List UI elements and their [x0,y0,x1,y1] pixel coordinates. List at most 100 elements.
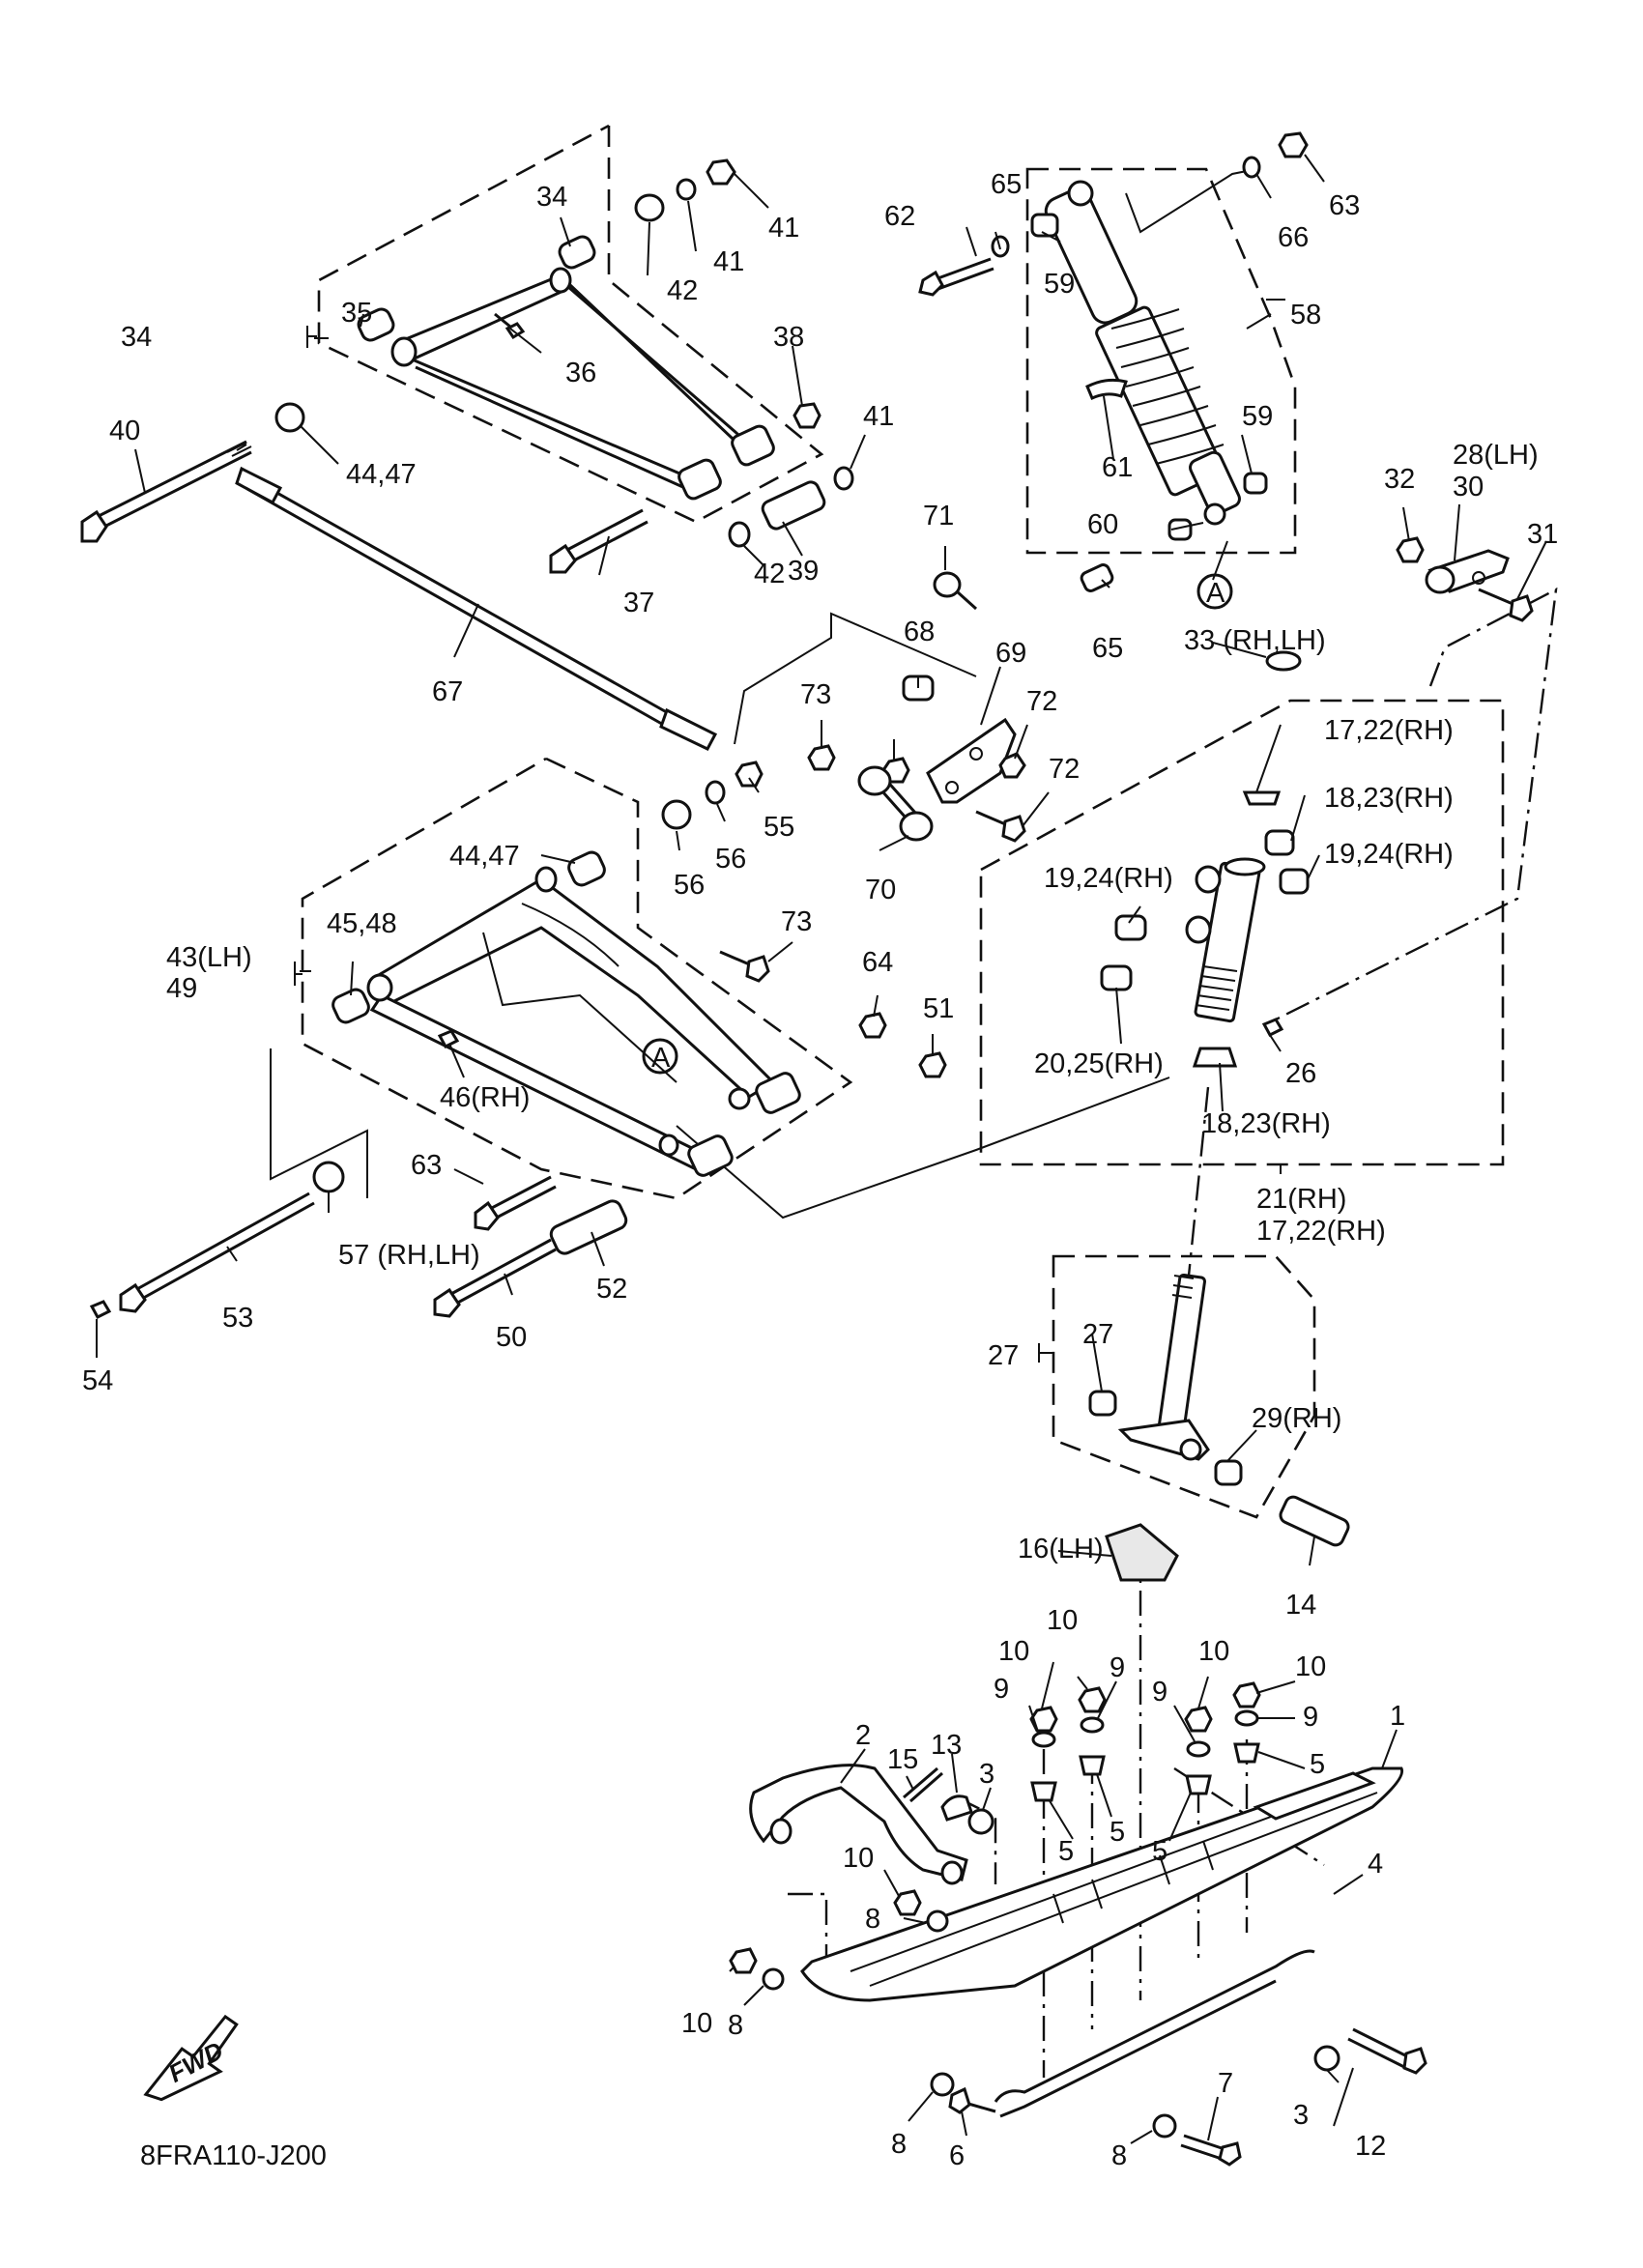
callout-27-left: 27 [1082,1319,1113,1350]
callout-13: 14 [1285,1590,1316,1621]
bolt-49 [433,1238,557,1318]
tie-rod-66 [235,466,718,751]
bushing-5-a [1030,1781,1057,1802]
callout-5-b: 5 [1110,1817,1125,1848]
callout-15: 16(LH) [1018,1534,1104,1565]
group-bracket-33 [306,326,317,348]
nut-31 [1396,536,1425,563]
callout-39: 40 [109,416,140,446]
washer-42-left [274,402,305,433]
callout-17-top: 17,22(RH) [1324,715,1454,746]
callout-71: 72 [1026,686,1057,717]
callout-8-c: 8 [891,2129,907,2160]
callout-9-b: 9 [1110,1652,1125,1683]
ski-handle-2 [749,1764,968,1885]
callout-8-b: 8 [865,1904,880,1935]
callout-63-lower: 64 [862,947,893,978]
collar-38 [761,480,826,531]
callout-38: 39 [788,556,819,587]
callout-9-c: 9 [1152,1677,1167,1708]
callout-31: 32 [1384,464,1415,495]
callout-36: 37 [623,588,654,618]
callout-64: 65 [1092,633,1123,664]
collar-13 [1279,1495,1350,1547]
callout-19-left: 20,25(RH) [1034,1048,1164,1079]
cotter-pin-14 [903,1766,943,1803]
washer-56-top [661,799,692,830]
nut-40 [706,158,736,186]
bushing-5-d [1233,1742,1260,1764]
washer-8-b [926,1909,949,1933]
bushing-3-bottom [1313,2045,1340,2072]
callout-62: 63 [411,1150,442,1181]
washer-8-a [762,1967,785,1991]
spindle-housing [1185,857,1266,1023]
bellcrank-68 [926,717,1017,804]
callout-56-top: 56 [674,870,705,901]
callout-6: 6 [949,2140,965,2171]
callout-labels: 1 2 3 3 4 5 5 5 5 6 7 8 8 8 8 9 9 9 9 10… [82,169,1558,2171]
washer-56-lower [312,1161,345,1193]
callout-57: 58 [1290,300,1321,330]
wear-bar-4 [994,1949,1315,2118]
callout-18-right: 18,23(RH) [1324,783,1454,814]
washer-8-c [930,2072,955,2097]
callout-14: 15 [887,1744,918,1775]
callout-9-d: 9 [1303,1702,1318,1733]
nut-37 [793,402,822,429]
callout-33: 34 [121,322,152,353]
callout-45: 46(RH) [440,1082,530,1113]
callout-50: 51 [923,993,954,1024]
callout-59-left: 60 [1087,509,1118,540]
align-line-lower-arm [676,1077,1170,1220]
callout-51: 52 [596,1274,627,1305]
callout-43: 49 [166,973,197,1004]
callout-49: 50 [496,1322,527,1353]
grease-fitting-53 [89,1300,112,1319]
callout-11: 12 [1355,2131,1386,2162]
bushing-12 [940,1794,973,1822]
ski-1 [800,1766,1404,2002]
callout-19-right: 19,24(RH) [1324,839,1454,870]
bushing-17-top [1242,790,1282,806]
callout-5-a: 5 [1058,1836,1074,1867]
washer-41-lower [728,521,751,548]
callout-7: 7 [1218,2068,1233,2099]
bolt-70 [933,571,978,611]
washer-65-top [1242,156,1261,179]
group-bracket-46 [294,962,303,986]
callout-8-d: 8 [1111,2140,1127,2171]
callout-10-f: 10 [1295,1651,1326,1682]
group-outline-16 [979,699,1505,1166]
bushing-44-top [567,850,606,887]
callout-9-a: 9 [994,1674,1009,1705]
callout-66: 67 [432,676,463,707]
callout-12: 13 [931,1730,962,1761]
bushing-27-right [1214,1459,1243,1486]
nut-63-top [1278,131,1309,158]
align-line-66 [734,612,977,745]
callout-68: 69 [995,638,1026,669]
callout-3-top: 3 [979,1759,994,1790]
callout-4: 4 [1368,1849,1383,1880]
bushing-18-left [1114,914,1147,941]
shock-absorber-57 [1044,180,1241,526]
callout-56-lower: 57 (RH,LH) [338,1240,480,1271]
washer-41-top [676,178,697,201]
align-line-spindle [1187,1086,1210,1277]
washer-9-a [1031,1731,1056,1748]
align-line-49 [270,1048,368,1198]
bushing-5-b [1079,1755,1106,1776]
bushing-17-bottom [1192,1047,1238,1068]
nut-10-b [893,1889,922,1916]
callout-41-right: 41 [863,401,894,432]
align-line-shock-pivot [1125,168,1257,234]
callout-73-left: 73 [800,679,831,710]
callout-60: 61 [1102,452,1133,483]
callout-10-b: 10 [843,1843,874,1874]
callout-42-left: 44,47 [346,459,417,490]
link-69 [857,765,934,842]
bolt-30 [1478,588,1534,622]
bushing-34-left [357,307,395,342]
